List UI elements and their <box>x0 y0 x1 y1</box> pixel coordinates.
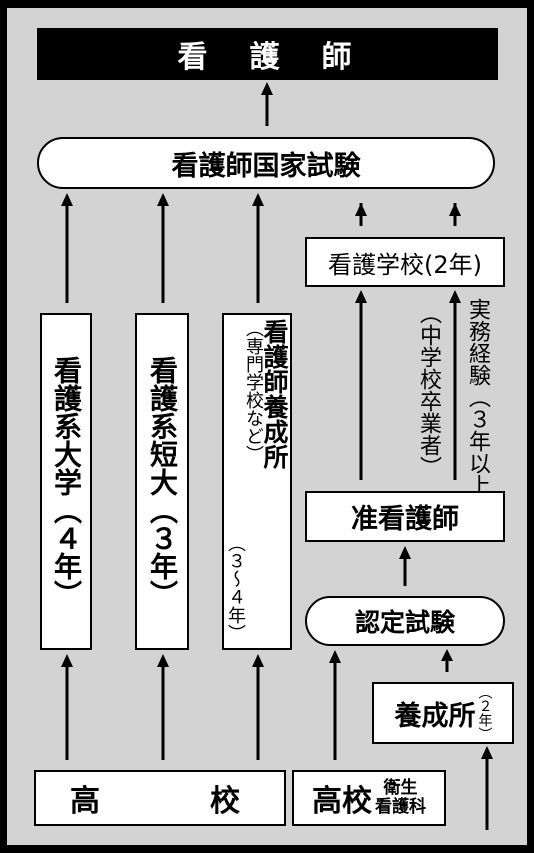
assistant-nurse-box: 准看護師 <box>305 491 505 542</box>
national-exam-label: 看護師国家試験 <box>171 150 361 182</box>
training-school-note: （専門学校など） <box>243 319 264 463</box>
title-bar: 看 護 師 <box>37 28 498 80</box>
university-label: 看護系大学（４年） <box>50 355 83 608</box>
national-exam-box: 看護師国家試験 <box>37 137 495 189</box>
university-box: 看護系大学（４年） <box>40 313 92 650</box>
high-school-char-2: 校 <box>210 784 240 819</box>
nursing-school-label: 看護学校(2年) <box>328 250 482 279</box>
junior-hs-grad-label: （中学校卒業者） <box>416 302 441 478</box>
high-school-char-1: 高 <box>70 784 100 819</box>
training-center-main: 養成所 <box>394 700 476 732</box>
work-experience-label: 実務経験（３年以上） <box>465 298 490 518</box>
training-school-box: 看護師養成所 （専門学校など） （３〜４年） <box>222 313 292 650</box>
hs-health-main: 高校 <box>312 784 372 819</box>
hs-health-sub2: 看護科 <box>375 797 426 817</box>
training-school-main: 看護師養成所 <box>260 319 289 469</box>
certification-exam-label: 認定試験 <box>354 608 455 637</box>
high-school-box: 高 校 <box>34 770 286 826</box>
title-text: 看 護 師 <box>177 40 358 75</box>
training-center-years: （２年） <box>476 685 493 741</box>
junior-college-label: 看護系短大（３年） <box>146 355 179 608</box>
junior-college-box: 看護系短大（３年） <box>135 313 189 650</box>
certification-exam-box: 認定試験 <box>305 596 505 646</box>
hs-health-box: 高校 衛生 看護科 <box>292 770 446 826</box>
nursing-school-box: 看護学校(2年) <box>305 237 505 287</box>
training-center-box: 養成所 （２年） <box>372 682 514 744</box>
hs-health-sub1: 衛生 <box>383 778 418 799</box>
assistant-nurse-label: 准看護師 <box>351 504 459 535</box>
training-school-years: （３〜４年） <box>225 534 246 642</box>
